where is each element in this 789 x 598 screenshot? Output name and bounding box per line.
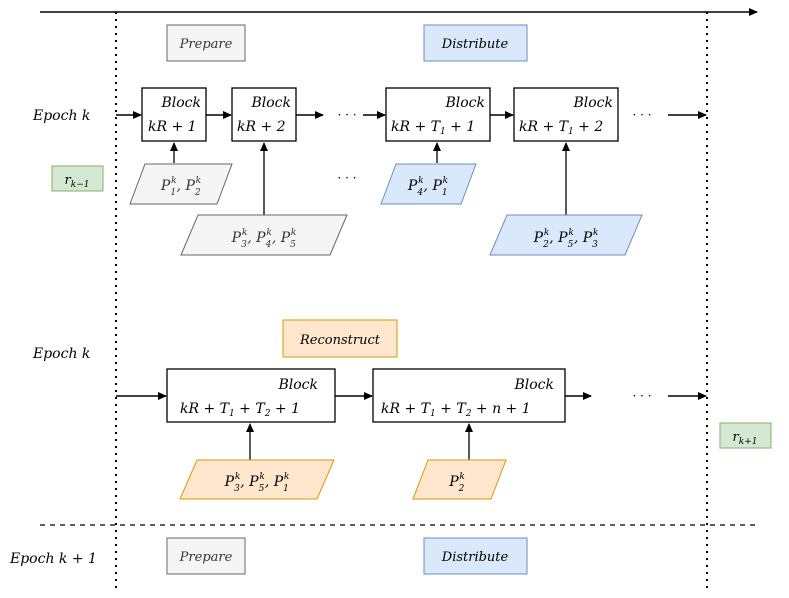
block-number: kR + 1	[148, 119, 197, 135]
epoch-label-row3: Epoch k + 1	[9, 551, 97, 567]
block-number: kR + T	[381, 401, 432, 417]
round-next-badge: rk+1	[719, 422, 772, 449]
round-next-subscript: k+1	[739, 437, 758, 447]
prepare-phase-top: Prepare	[166, 24, 246, 62]
round-prev-subscript: k−1	[71, 180, 90, 190]
block-subscript: 1	[440, 127, 446, 137]
block-kr-t1-plus-2: Block kR + T1 + 2	[513, 87, 619, 142]
ellipsis-row2: · · ·	[632, 389, 651, 403]
round-prev-badge: rk−1	[51, 165, 104, 192]
block-number: kR + T	[519, 119, 570, 135]
ellipsis-row1-b: · · ·	[632, 108, 651, 122]
ellipsis-row1-inputs: · · ·	[337, 171, 356, 185]
block-number-mid: + T	[235, 401, 267, 417]
prepare-label: Prepare	[179, 550, 233, 565]
block-word: Block	[572, 95, 613, 111]
block-word: Block	[513, 377, 554, 393]
block-word: Block	[250, 95, 291, 111]
block-kr-t1-t2-n-plus-1: Block kR + T1 + T2 + n + 1	[372, 368, 566, 423]
ellipsis-row1-a: · · ·	[337, 108, 356, 122]
distribute-label: Distribute	[441, 550, 509, 565]
block-subscript: 1	[430, 409, 436, 419]
prepare-phase-bottom: Prepare	[166, 537, 246, 575]
round-next-symbol: r	[733, 430, 740, 445]
svg-text:rk−1: rk−1	[65, 173, 90, 190]
svg-text:P2k: P2k	[448, 472, 465, 494]
block-word: Block	[277, 377, 318, 393]
distribute-phase-bottom: Distribute	[423, 537, 528, 575]
block-kr-plus-1: Block kR + 1	[141, 87, 207, 142]
svg-text:rk+1: rk+1	[733, 430, 758, 447]
share-set-p2-p5-p3: P2k, P5k, P3k	[489, 214, 643, 256]
block-subscript: 2	[465, 409, 472, 419]
svg-text:P1k, P2k: P1k, P2k	[160, 176, 201, 198]
distribute-label: Distribute	[441, 37, 509, 52]
epoch-label-row2: Epoch k	[32, 346, 90, 362]
prepare-label: Prepare	[179, 37, 233, 52]
block-number-mid: + T	[436, 401, 468, 417]
share-set-p1-p2: P1k, P2k	[129, 163, 233, 205]
block-number: kR + T	[180, 401, 231, 417]
block-subscript: 1	[568, 127, 574, 137]
share-set-p4-p1: P4k, P1k	[380, 163, 477, 205]
block-number: kR + 2	[237, 119, 286, 135]
svg-text:P4k, P1k: P4k, P1k	[407, 176, 448, 198]
round-prev-symbol: r	[65, 173, 72, 188]
block-kr-t1-plus-1: Block kR + T1 + 1	[385, 87, 491, 142]
svg-text:kR + T1 + T2 + n + 1: kR + T1 + T2 + n + 1	[381, 401, 531, 419]
svg-text:kR + T1 + 1: kR + T1 + 1	[391, 119, 475, 137]
svg-text:kR + T1 + 2: kR + T1 + 2	[519, 119, 603, 137]
block-kr-t1-t2-plus-1: Block kR + T1 + T2 + 1	[166, 368, 336, 423]
share-set-p3-p4-p5: P3k, P4k, P5k	[180, 214, 348, 256]
epoch-label-row1: Epoch k	[32, 108, 90, 124]
reconstruct-label: Reconstruct	[299, 333, 381, 348]
block-subscript: 2	[264, 409, 271, 419]
svg-text:P2k, P5k, P3k: P2k, P5k, P3k	[533, 228, 599, 250]
distribute-phase-top: Distribute	[423, 24, 528, 62]
share-set-p3-p5-p1: P3k, P5k, P1k	[179, 459, 335, 500]
block-number-tail: + 1	[270, 401, 300, 417]
svg-text:P3k, P4k, P5k: P3k, P4k, P5k	[231, 228, 297, 250]
share-set-p2: P2k	[412, 459, 507, 500]
block-subscript: 1	[229, 409, 235, 419]
svg-text:kR + T1 + T2 + 1: kR + T1 + T2 + 1	[180, 401, 300, 419]
block-word: Block	[444, 95, 485, 111]
svg-text:P3k, P5k, P1k: P3k, P5k, P1k	[224, 472, 290, 494]
block-word: Block	[160, 95, 201, 111]
block-number-tail: + 1	[446, 119, 476, 135]
block-number-tail: + n + 1	[471, 401, 530, 417]
block-number-tail: + 2	[574, 119, 604, 135]
block-number: kR + T	[391, 119, 442, 135]
reconstruct-phase: Reconstruct	[282, 319, 398, 358]
block-kr-plus-2: Block kR + 2	[231, 87, 297, 142]
